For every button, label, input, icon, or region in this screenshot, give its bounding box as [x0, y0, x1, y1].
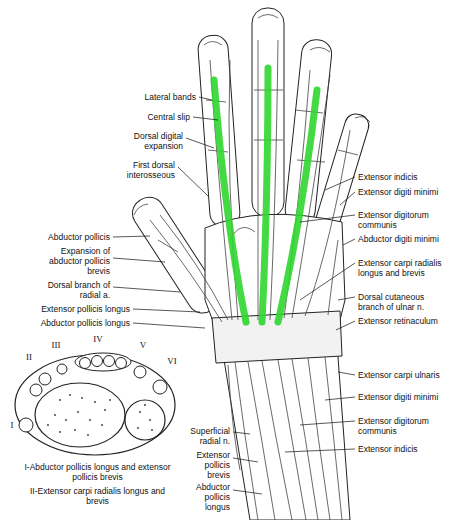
callout-number: IV [90, 334, 106, 344]
part-label: I-Abductor pollicis longus and extensor … [20, 462, 175, 482]
part-label: Extensor pollicis brevis [180, 450, 230, 480]
part-label: Dorsal digital expansion [117, 131, 183, 151]
callout-number: VI [164, 356, 180, 366]
part-label: Extensor retinaculum [358, 316, 446, 326]
part-label: Central slip [135, 112, 190, 122]
part-label: Extensor digiti minimi [358, 392, 446, 402]
part-label: Expansion of abductor pollicis brevis [40, 246, 110, 276]
part-label: Extensor indicis [358, 444, 446, 454]
part-label: Extensor carpi ulnaris [358, 370, 446, 380]
highlighted-tendon [214, 80, 246, 322]
part-label: Extensor digitorum communis [358, 210, 446, 230]
part-label: First dorsal interosseous [103, 160, 175, 180]
part-label: II-Extensor carpi radialis longus and br… [20, 486, 175, 506]
part-label: Extensor indicis [358, 172, 446, 182]
leader-lines [113, 97, 355, 494]
callout-number: II [22, 352, 36, 362]
part-label: Abductor digiti minimi [358, 234, 446, 244]
part-label: Extensor pollicis longus [20, 304, 130, 314]
part-label: Superficial radial n. [180, 426, 230, 446]
part-label: Extensor carpi radialis longus and brevi… [358, 258, 446, 278]
part-label: Extensor digitorum communis [358, 416, 446, 436]
callout-number: I [6, 420, 18, 430]
part-label: Dorsal cutaneous branch of ulnar n. [358, 292, 446, 312]
part-label: Lateral bands [136, 92, 196, 102]
wrist-cross-section [15, 353, 175, 455]
callout-number: V [136, 340, 150, 350]
part-label: Abductor pollicis [30, 232, 110, 242]
part-label: Dorsal branch of radial a. [40, 280, 110, 300]
highlighted-tendon [262, 68, 268, 322]
part-label: Abductor pollicis longus [20, 318, 130, 328]
callout-number: III [48, 340, 64, 350]
part-label: Abductor pollicis longus [180, 482, 230, 512]
highlighted-tendon [278, 90, 317, 322]
part-label: Extensor digiti minimi [358, 187, 446, 197]
